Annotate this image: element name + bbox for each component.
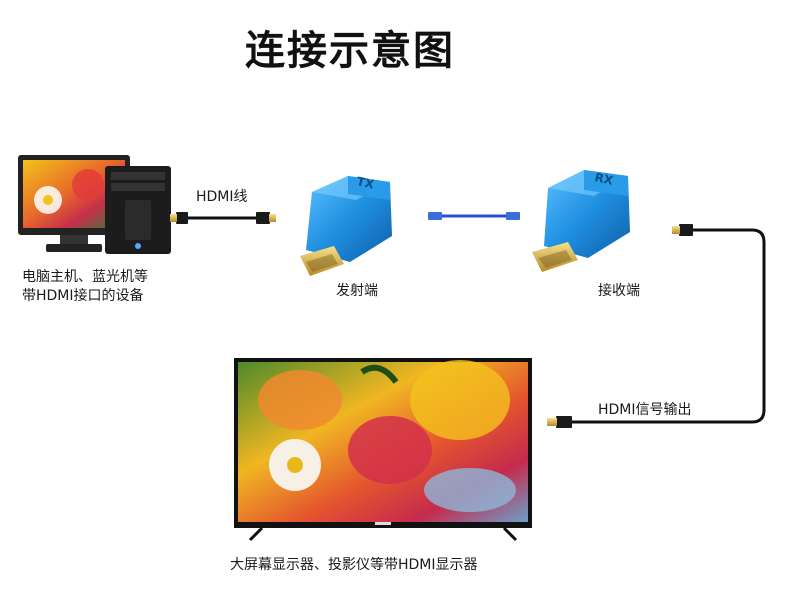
pc-monitor <box>18 155 130 252</box>
network-cable <box>428 212 520 220</box>
transmitter-adapter: TX <box>300 174 392 276</box>
receiver-adapter: RX <box>532 170 630 272</box>
transmitter-label: 发射端 <box>336 283 378 299</box>
display-device-label: 大屏幕显示器、投影仪等带HDMI显示器 <box>230 557 478 573</box>
source-device-label-line1: 电脑主机、蓝光机等 <box>22 269 148 285</box>
source-computer <box>18 155 171 254</box>
hdmi-output-label: HDMI信号输出 <box>598 402 692 418</box>
pc-tower <box>105 166 171 254</box>
tv-display <box>234 358 532 542</box>
diagram-title: 连接示意图 <box>245 28 455 74</box>
receiver-label: 接收端 <box>598 283 640 299</box>
hdmi-cable-label: HDMI线 <box>196 189 248 205</box>
source-device-label-line2: 带HDMI接口的设备 <box>22 288 144 304</box>
rx-port-mark: RX <box>593 170 615 188</box>
source-device-label: 电脑主机、蓝光机等 带HDMI接口的设备 <box>22 268 148 306</box>
tx-port-mark: TX <box>355 174 376 191</box>
hdmi-cable-input <box>170 212 276 224</box>
hdmi-cable-output <box>547 224 766 428</box>
